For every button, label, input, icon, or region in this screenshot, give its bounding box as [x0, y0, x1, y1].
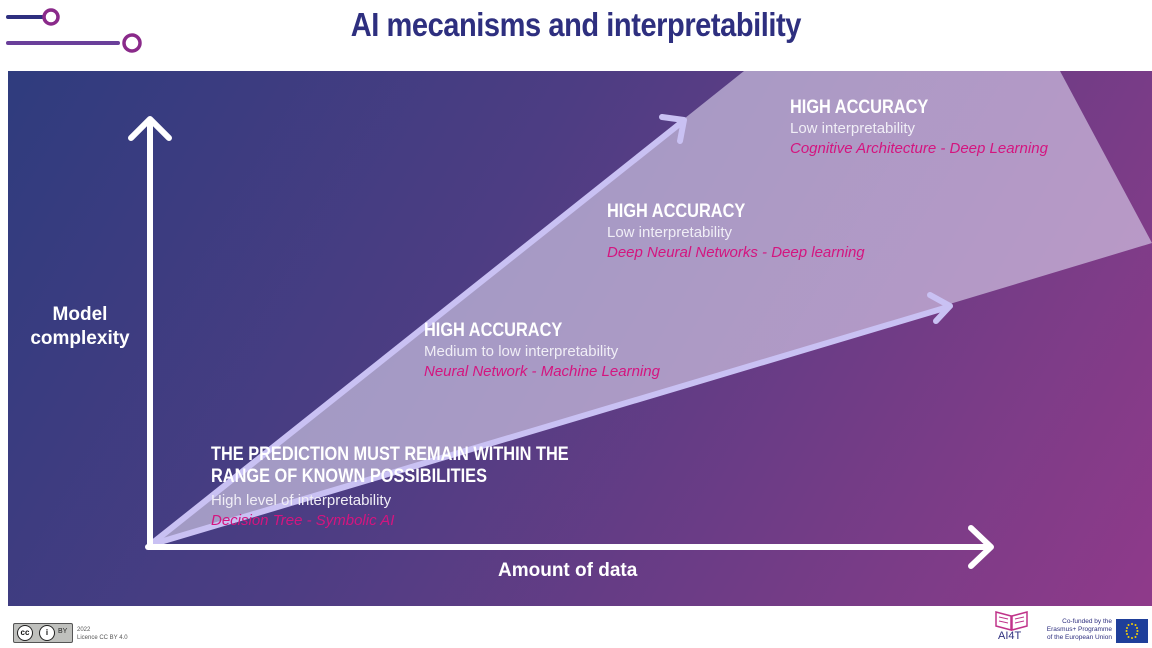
- level-interpretability: Low interpretability: [607, 224, 733, 241]
- creative-commons-icon: cc i BY: [13, 623, 73, 643]
- y-axis-label: Model complexity: [30, 304, 130, 349]
- level-heading: HIGH ACCURACY: [607, 201, 746, 222]
- level-interpretability: Low interpretability: [790, 120, 916, 137]
- decorative-circuit-lines-icon: [6, 8, 142, 53]
- level-heading: RANGE OF KNOWN POSSIBILITIES: [211, 466, 487, 487]
- eu-flag-icon: [1116, 619, 1148, 643]
- level-heading: HIGH ACCURACY: [790, 97, 929, 118]
- cofunded-text: Co-funded by the Erasmus+ Programme of t…: [1046, 618, 1112, 641]
- license-text: 2022 Licence CC BY 4.0: [77, 627, 128, 641]
- lower-trend-arrow-line: [147, 304, 951, 548]
- upper-trend-arrow-line: [147, 119, 685, 548]
- footer: cc i BY 2022 Licence CC BY 4.0 AI4T Co-f…: [0, 606, 1152, 645]
- lower-trend-arrowhead: [927, 292, 953, 324]
- level-interpretability: Medium to low interpretability: [424, 343, 619, 360]
- cc-badge-text: BY: [58, 628, 68, 635]
- book-icon: [995, 611, 1028, 631]
- ai4t-logo-text: AI4T: [998, 630, 1022, 642]
- level-cognitive-architecture: HIGH ACCURACY Low interpretability Cogni…: [790, 97, 1048, 159]
- level-machine-learning: HIGH ACCURACY Medium to low interpretabi…: [424, 320, 660, 382]
- upper-trend-arrowhead: [659, 114, 687, 144]
- level-example: Deep Neural Networks - Deep learning: [607, 244, 865, 261]
- level-heading: HIGH ACCURACY: [424, 320, 563, 341]
- accuracy-cone: [150, 71, 1152, 545]
- page-title: AI mecanisms and interpretability: [350, 6, 802, 43]
- level-example: Decision Tree - Symbolic AI: [211, 512, 395, 529]
- level-heading: THE PREDICTION MUST REMAIN WITHIN THE: [211, 444, 569, 465]
- person-icon: i: [39, 625, 55, 641]
- x-axis-label: Amount of data: [498, 560, 638, 581]
- level-symbolic-ai: THE PREDICTION MUST REMAIN WITHIN THE RA…: [211, 444, 627, 531]
- level-example: Neural Network - Machine Learning: [424, 363, 660, 380]
- right-arrow-icon: [968, 525, 994, 569]
- level-example: Cognitive Architecture - Deep Learning: [790, 140, 1048, 157]
- diagram-graphics: [128, 71, 1152, 569]
- level-interpretability: High level of interpretability: [211, 492, 392, 509]
- level-deep-neural-networks: HIGH ACCURACY Low interpretability Deep …: [607, 201, 865, 263]
- diagram-panel: Model complexity Amount of data THE PRED…: [8, 71, 1152, 606]
- cc-circle: cc: [17, 625, 33, 641]
- up-arrow-icon: [128, 116, 172, 141]
